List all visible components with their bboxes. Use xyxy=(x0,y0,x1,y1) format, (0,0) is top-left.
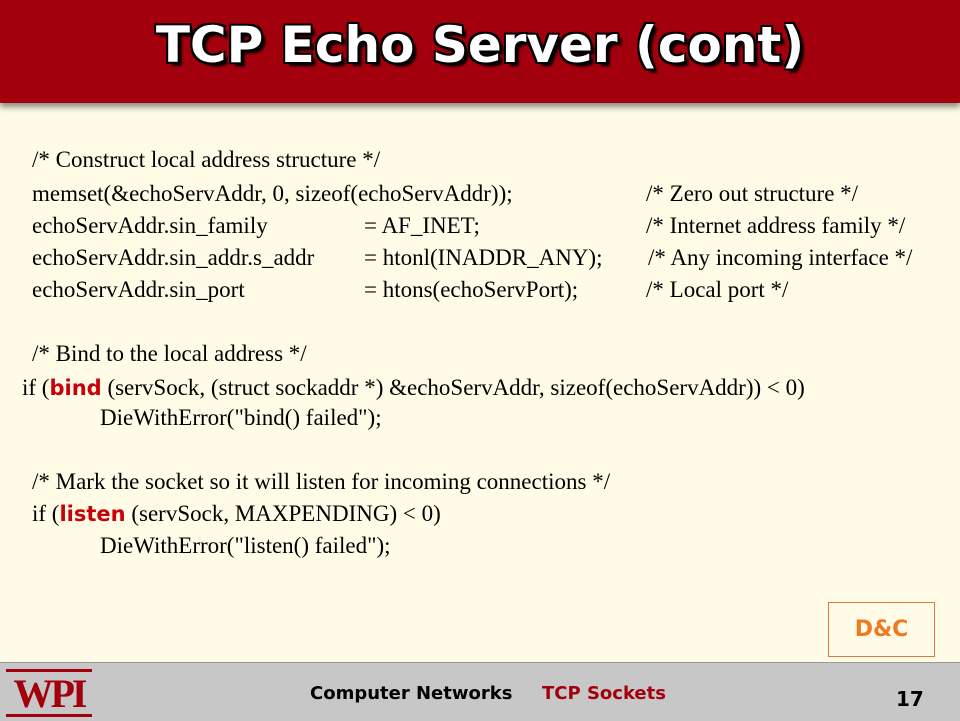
footer: WPI Computer Networks TCP Sockets 17 xyxy=(0,662,960,721)
wpi-logo: WPI xyxy=(6,669,92,717)
code-listen-line: if (listen (servSock, MAXPENDING) < 0) xyxy=(32,500,441,528)
code-comment-port: /* Local port */ xyxy=(646,277,789,302)
code-sin-family: echoServAddr.sin_family xyxy=(32,213,268,238)
code-htonl: = htonl(INADDR_ANY); xyxy=(364,245,603,270)
title-bar: TCP Echo Server (cont) xyxy=(0,0,960,103)
code-comment-construct: /* Construct local address structure */ xyxy=(32,147,381,172)
code-bind-if: if ( xyxy=(22,375,50,400)
code-bind-args: (servSock, (struct sockaddr *) &echoServ… xyxy=(101,375,805,400)
footer-course: Computer Networks xyxy=(310,683,513,704)
code-comment-family: /* Internet address family */ xyxy=(646,213,906,238)
code-listen-if: if ( xyxy=(32,501,60,526)
dc-badge: D&C xyxy=(828,602,935,657)
code-sin-addr: echoServAddr.sin_addr.s_addr xyxy=(32,245,315,270)
code-comment-listen: /* Mark the socket so it will listen for… xyxy=(32,469,611,494)
slide-title: TCP Echo Server (cont) xyxy=(155,16,805,74)
code-comment-interface: /* Any incoming interface */ xyxy=(648,245,913,270)
code-sin-port: echoServAddr.sin_port xyxy=(32,277,245,302)
code-comment-zero: /* Zero out structure */ xyxy=(646,181,859,206)
footer-topic: TCP Sockets xyxy=(542,683,666,704)
code-af-inet: = AF_INET; xyxy=(364,213,480,238)
page-number: 17 xyxy=(896,687,924,711)
code-bind-error: DieWithError("bind() failed"); xyxy=(100,405,382,430)
code-listen-args: (servSock, MAXPENDING) < 0) xyxy=(125,501,441,526)
code-listen-error: DieWithError("listen() failed"); xyxy=(100,533,391,558)
code-listen-keyword: listen xyxy=(59,502,126,526)
code-memset: memset(&echoServAddr, 0, sizeof(echoServ… xyxy=(32,181,513,206)
code-htons: = htons(echoServPort); xyxy=(364,277,579,302)
code-comment-bind: /* Bind to the local address */ xyxy=(32,341,307,366)
code-bind-line: if (bind (servSock, (struct sockaddr *) … xyxy=(22,374,805,402)
code-bind-keyword: bind xyxy=(49,376,102,400)
